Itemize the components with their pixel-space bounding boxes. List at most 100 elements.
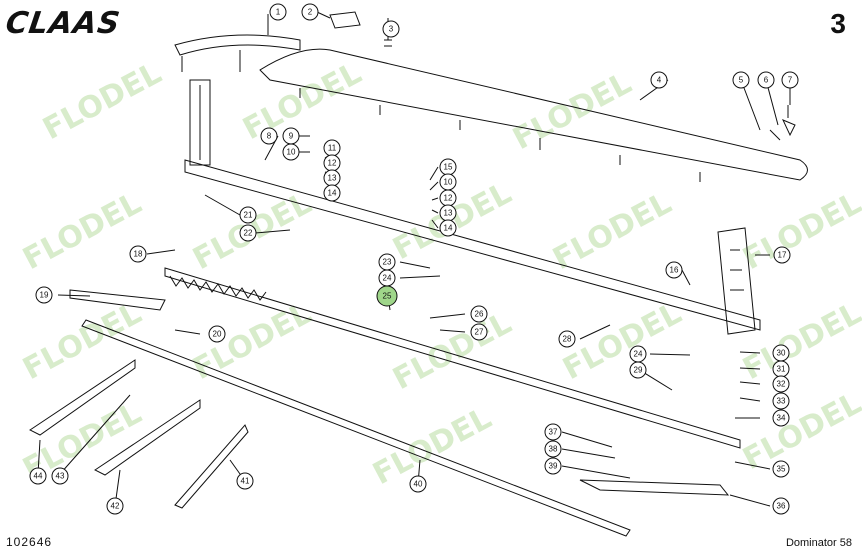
end-bracket-part bbox=[717, 227, 756, 335]
watermark-text: FLODEL bbox=[547, 186, 677, 277]
callout-33: 33 bbox=[772, 392, 790, 410]
rail-part bbox=[184, 159, 761, 331]
divider-part bbox=[94, 399, 201, 476]
svg-text:10: 10 bbox=[444, 178, 453, 187]
svg-text:16: 16 bbox=[670, 266, 679, 275]
svg-text:28: 28 bbox=[563, 335, 572, 344]
callout-13: 13 bbox=[323, 169, 341, 187]
callout-25-highlighted: 25 bbox=[376, 285, 398, 307]
callout-10b: 10 bbox=[439, 173, 457, 191]
callout-26: 26 bbox=[470, 305, 488, 323]
callout-42: 42 bbox=[106, 497, 124, 515]
callout-43: 43 bbox=[51, 467, 69, 485]
svg-text:40: 40 bbox=[414, 480, 423, 489]
callout-4: 4 bbox=[650, 71, 668, 89]
callout-23: 23 bbox=[378, 253, 396, 271]
svg-text:29: 29 bbox=[634, 366, 643, 375]
callout-6: 6 bbox=[757, 71, 775, 89]
callout-28: 28 bbox=[558, 330, 576, 348]
callout-8: 8 bbox=[260, 127, 278, 145]
callout-17: 17 bbox=[773, 246, 791, 264]
svg-text:17: 17 bbox=[778, 251, 787, 260]
callout-16: 16 bbox=[665, 261, 683, 279]
svg-text:19: 19 bbox=[40, 291, 49, 300]
long-guard-part bbox=[259, 48, 808, 181]
callout-19: 19 bbox=[35, 286, 53, 304]
svg-text:24: 24 bbox=[383, 274, 392, 283]
knife-bar-part bbox=[164, 267, 741, 449]
callout-1: 1 bbox=[269, 3, 287, 21]
callout-36: 36 bbox=[772, 497, 790, 515]
watermark-text: FLODEL bbox=[237, 56, 367, 147]
callout-14b: 14 bbox=[439, 219, 457, 237]
skid-part bbox=[579, 479, 730, 496]
svg-text:21: 21 bbox=[244, 211, 253, 220]
divider-part bbox=[29, 359, 136, 436]
svg-text:12: 12 bbox=[444, 194, 453, 203]
callout-5: 5 bbox=[732, 71, 750, 89]
callout-35: 35 bbox=[772, 460, 790, 478]
divider-part bbox=[174, 424, 249, 509]
svg-text:42: 42 bbox=[111, 502, 120, 511]
svg-text:35: 35 bbox=[777, 465, 786, 474]
callout-15: 15 bbox=[439, 158, 457, 176]
callout-10: 10 bbox=[282, 143, 300, 161]
callout-12: 12 bbox=[323, 154, 341, 172]
svg-text:37: 37 bbox=[549, 428, 558, 437]
watermark-text: FLODEL bbox=[37, 56, 167, 147]
svg-text:4: 4 bbox=[657, 76, 662, 85]
svg-text:8: 8 bbox=[267, 132, 272, 141]
callout-21: 21 bbox=[239, 206, 257, 224]
callout-39: 39 bbox=[544, 457, 562, 475]
callout-32: 32 bbox=[772, 375, 790, 393]
watermark-text: FLODEL bbox=[737, 296, 862, 387]
watermark-text: FLODEL bbox=[507, 66, 637, 157]
svg-text:25: 25 bbox=[383, 292, 392, 301]
callout-3: 3 bbox=[382, 20, 400, 38]
svg-text:12: 12 bbox=[328, 159, 337, 168]
svg-text:23: 23 bbox=[383, 258, 392, 267]
callout-20: 20 bbox=[208, 325, 226, 343]
svg-text:27: 27 bbox=[475, 328, 484, 337]
svg-text:7: 7 bbox=[788, 76, 793, 85]
callout-41: 41 bbox=[236, 472, 254, 490]
callout-29: 29 bbox=[629, 361, 647, 379]
callout-22: 22 bbox=[239, 224, 257, 242]
svg-text:6: 6 bbox=[764, 76, 769, 85]
document-number: 102646 bbox=[6, 535, 53, 549]
svg-text:33: 33 bbox=[777, 397, 786, 406]
drawing-lines bbox=[29, 11, 808, 537]
callout-38: 38 bbox=[544, 440, 562, 458]
svg-text:36: 36 bbox=[777, 502, 786, 511]
callout-37: 37 bbox=[544, 423, 562, 441]
svg-text:1: 1 bbox=[276, 8, 281, 17]
svg-text:34: 34 bbox=[777, 414, 786, 423]
page-number: 3 bbox=[830, 8, 846, 39]
callout-24: 24 bbox=[378, 269, 396, 287]
svg-text:39: 39 bbox=[549, 462, 558, 471]
svg-text:22: 22 bbox=[244, 229, 253, 238]
callout-9: 9 bbox=[282, 127, 300, 145]
watermark-text: FLODEL bbox=[387, 306, 517, 397]
svg-text:14: 14 bbox=[328, 189, 337, 198]
svg-text:38: 38 bbox=[549, 445, 558, 454]
svg-text:43: 43 bbox=[56, 472, 65, 481]
callout-12b: 12 bbox=[439, 189, 457, 207]
svg-text:41: 41 bbox=[241, 477, 250, 486]
svg-text:30: 30 bbox=[777, 349, 786, 358]
svg-text:11: 11 bbox=[328, 144, 337, 153]
watermark-text: FLODEL bbox=[17, 186, 147, 277]
callout-11: 11 bbox=[323, 139, 341, 157]
svg-text:32: 32 bbox=[777, 380, 786, 389]
callout-2: 2 bbox=[301, 3, 319, 21]
svg-text:18: 18 bbox=[134, 250, 143, 259]
callout-31: 31 bbox=[772, 360, 790, 378]
svg-text:15: 15 bbox=[444, 163, 453, 172]
callout-30: 30 bbox=[772, 344, 790, 362]
watermark-text: FLODEL bbox=[557, 296, 687, 387]
callout-14: 14 bbox=[323, 184, 341, 202]
mount-bracket-part bbox=[189, 79, 211, 166]
plate-part bbox=[329, 11, 361, 29]
cover-section-part bbox=[174, 34, 301, 56]
watermark-text: FLODEL bbox=[187, 296, 317, 387]
